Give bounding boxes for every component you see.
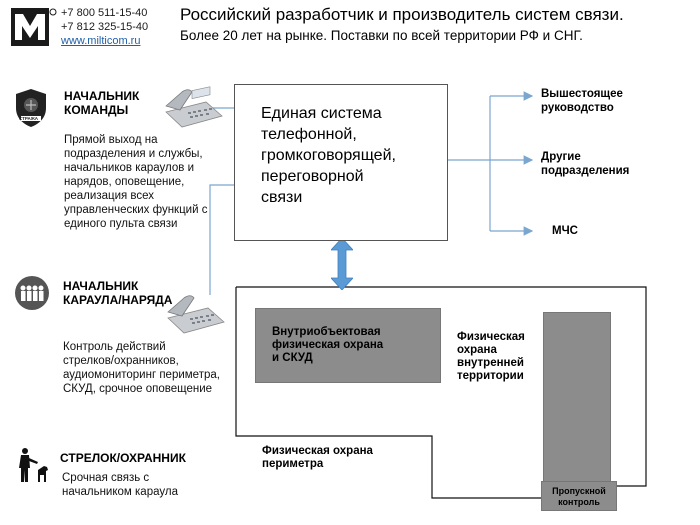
main-system-text: Единая система телефонной, громкоговорящ… [261,105,396,206]
guard-with-dog-icon [19,448,48,482]
zone-perimeter-label: Физическая охрана периметра [262,445,373,470]
phone-number-1: +7 800 511-15-40 [61,7,148,19]
role-title-commander: НАЧАЛЬНИК КОМАНДЫ [64,89,140,117]
target-other-divisions: Другие подразделения [541,151,630,177]
target-mchs: МЧС [552,225,578,237]
target-higher-management: Вышестоящее руководство [541,88,623,114]
zone-territory-bar [543,312,611,484]
role-title-guard-chief: НАЧАЛЬНИК КАРАУЛА/НАРЯДА [63,279,173,307]
role-description-commander: Прямой выход на подразделения и службы, … [64,134,208,230]
security-badge-icon [16,89,46,127]
badge-text: СТРАЖА [19,116,39,121]
page-subheadline: Более 20 лет на рынке. Поставки по всей … [180,28,583,43]
unified-communication-system-box: Единая система телефонной, громкоговорящ… [234,84,448,241]
phone-number-2: +7 812 325-15-40 [61,21,149,33]
website-link[interactable]: www.milticom.ru [61,35,141,47]
checkpoint-label: Пропускной контроль [552,486,606,507]
checkpoint-box [541,481,617,511]
role-title-guard: СТРЕЛОК/ОХРАННИК [60,451,186,465]
zone-internal-security-label: Внутриобъектовая физическая охрана и СКУ… [272,326,384,364]
role-description-guard: Срочная связь с начальником караула [62,472,178,498]
zone-internal-security [255,308,441,383]
role-description-guard-chief: Контроль действий стрелков/охранников, а… [63,341,220,395]
page-headline: Российский разработчик и производитель с… [180,5,624,24]
milticom-logo [11,8,57,46]
desk-phone-icon [167,295,225,334]
guard-group-icon [15,276,49,310]
desk-phone-icon [165,86,223,128]
zone-territory-label: Физическая охрана внутренней территории [457,331,525,382]
bidirectional-arrow [331,238,353,290]
